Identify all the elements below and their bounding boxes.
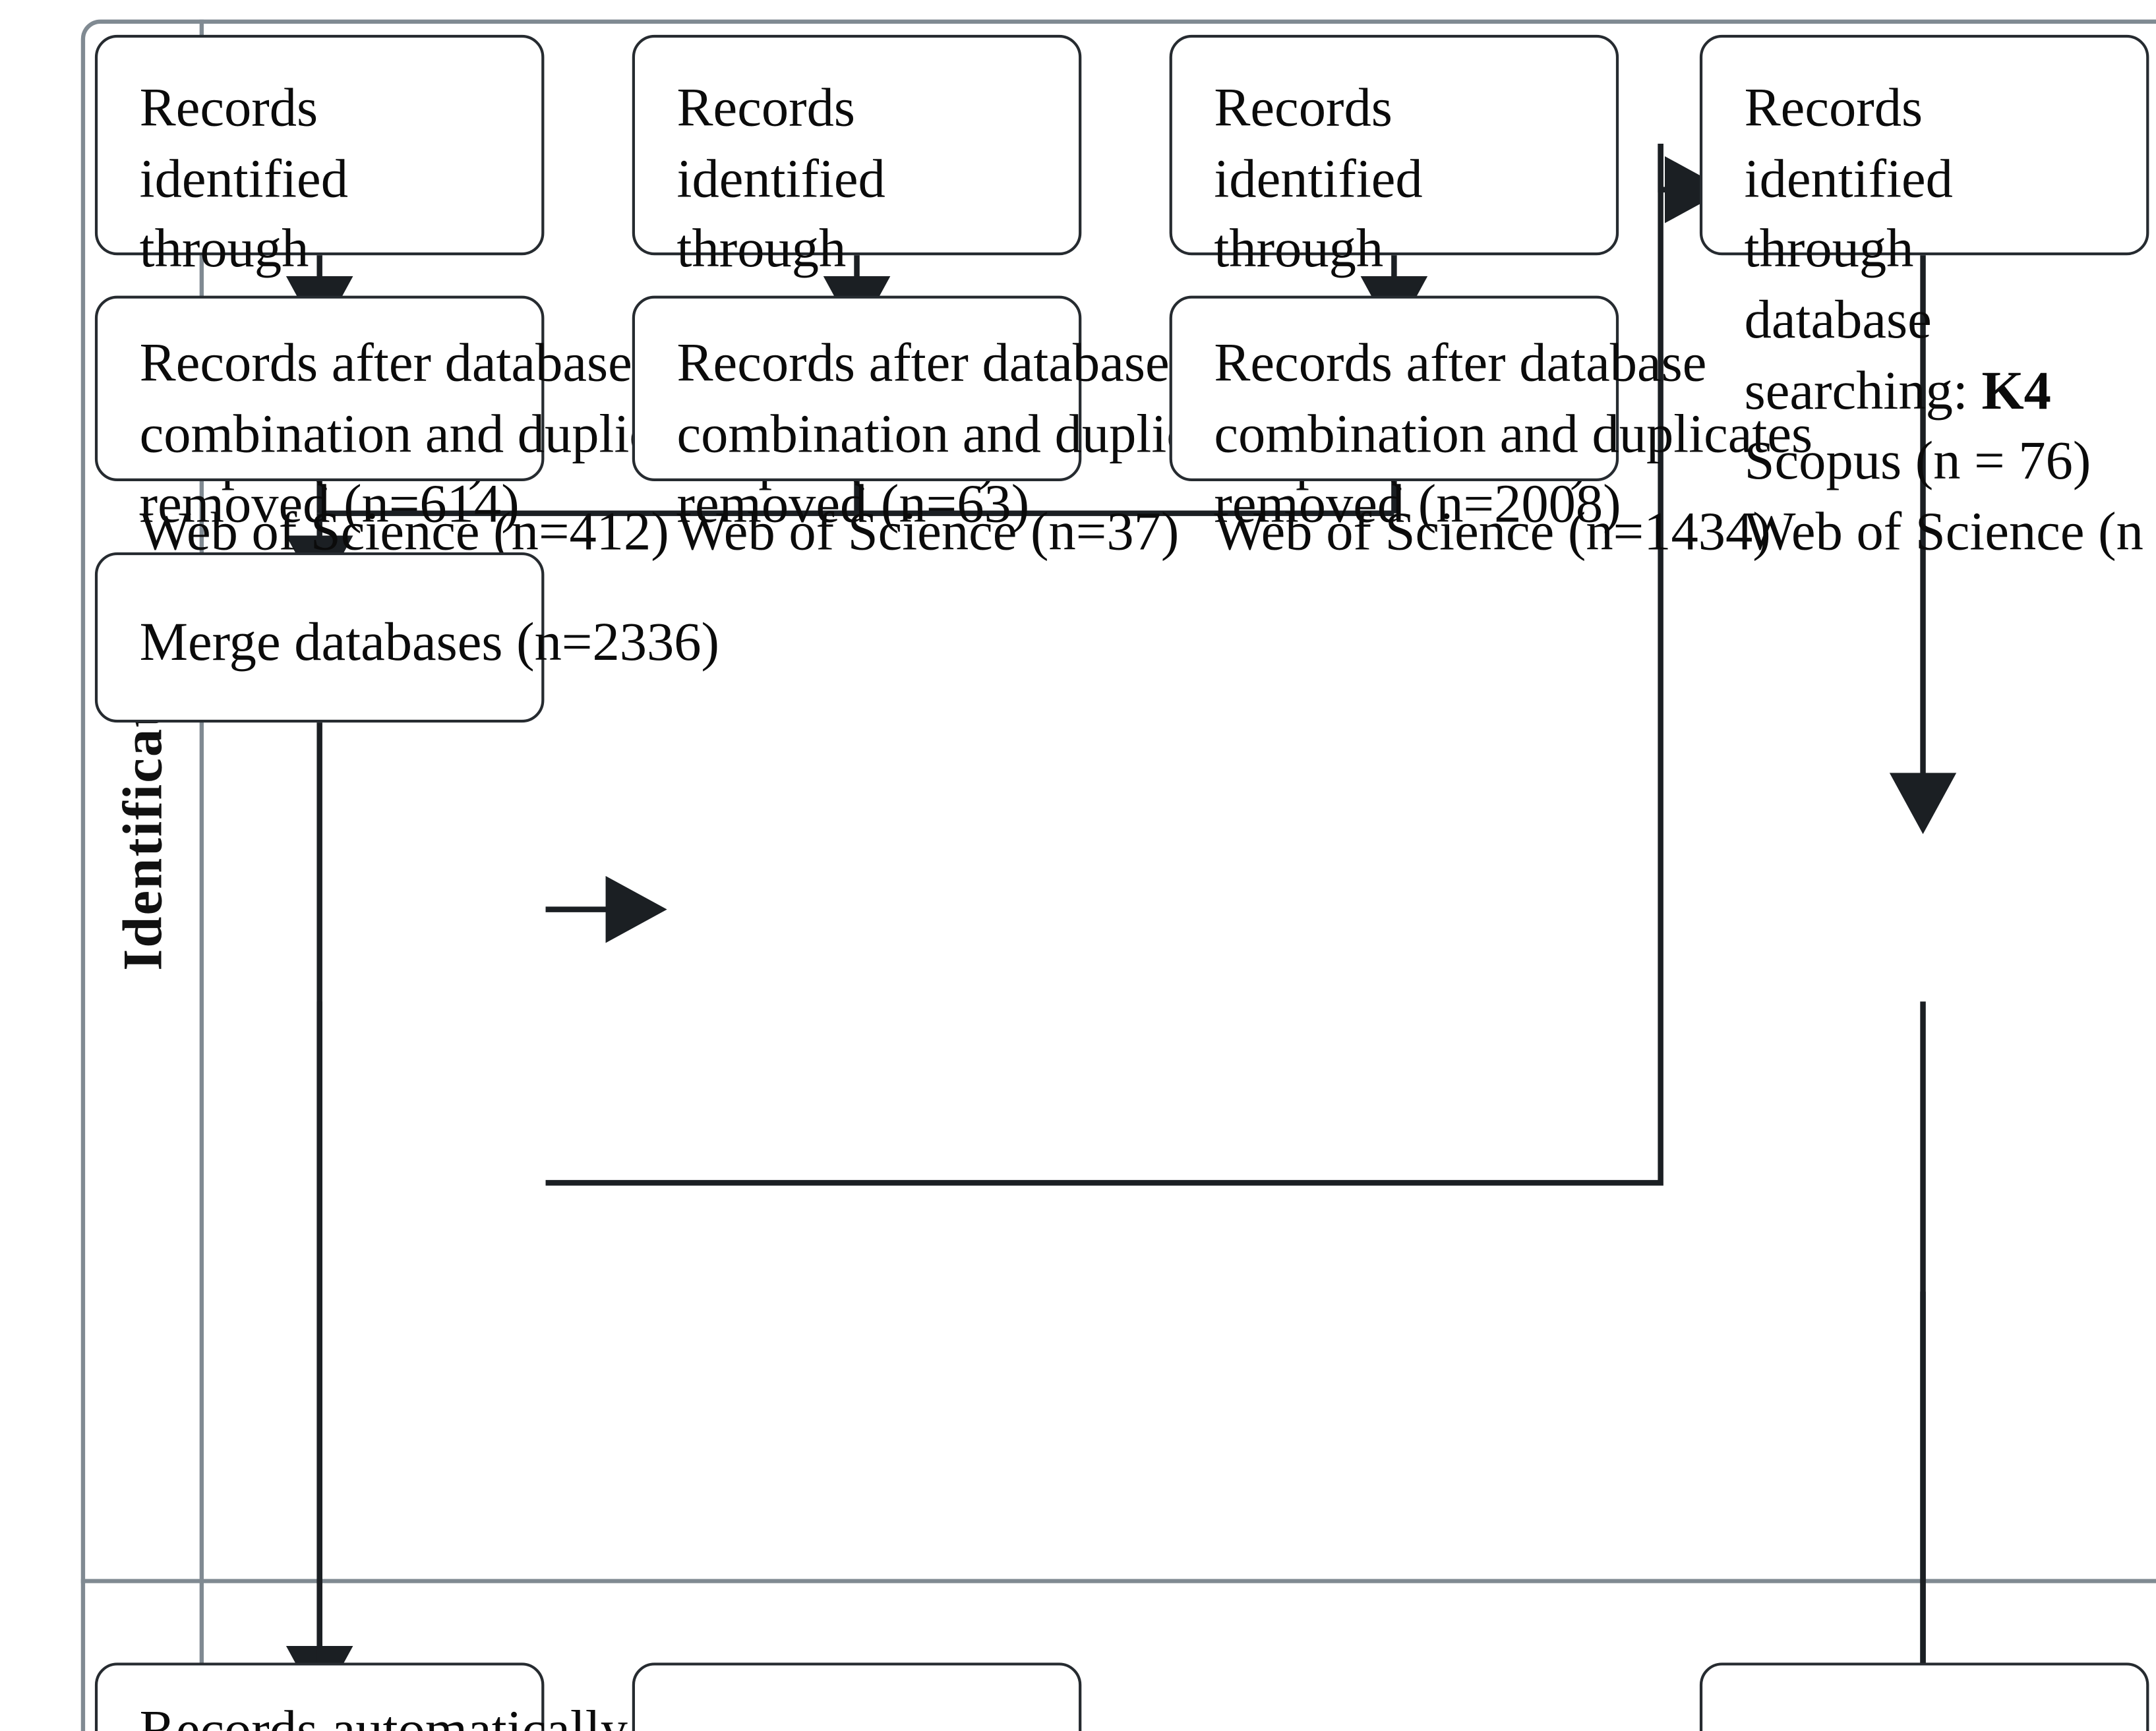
records-excluded-line-1: Records excluded (677, 1721, 1065, 1731)
dedup-line-2: combination and duplicates (676, 403, 1276, 464)
dedup-box-k3: Records after database combination and d… (1169, 295, 1813, 535)
dedup-line-2: combination and duplicates (1214, 403, 1813, 464)
source-scopus-k4: Scopus (n = 76) (1744, 431, 2091, 492)
dedup-line-1: Records after database (676, 333, 1170, 394)
source-wos-k2: Web of Science (n=37) (676, 502, 1180, 563)
records-screened-line-1: Records automatically (139, 1700, 628, 1731)
source-wos-k3: Web of Science (n=1434) (1214, 502, 1771, 563)
source-box-k1: Records identified through database sear… (94, 34, 669, 562)
source-key-k4: K4 (1981, 361, 2051, 421)
source-box-k3: Records identified through database sear… (1169, 34, 1771, 562)
source-title-prefix: Records identified through database sear… (1744, 78, 1982, 421)
dedup-line-2: combination and duplicates (139, 403, 738, 464)
source-wos-k1: Web of Science (n=412) (139, 502, 669, 563)
dedup-line-3: removed (n=614) (139, 475, 520, 535)
records-excluded-k4-line-1: Records excluded (1745, 1721, 2133, 1731)
records-screened-box: Records automatically screened (n=1430) (94, 1662, 628, 1731)
merge-databases-text: Merge databases (n=2336) (139, 612, 720, 672)
records-excluded-screening-box: Records excluded (n=906) (632, 1662, 1082, 1731)
dedup-line-3: removed (n=63) (676, 475, 1030, 535)
dedup-line-3: removed (n=2008) (1214, 475, 1621, 535)
dedup-box-k1: Records after database combination and d… (94, 295, 738, 535)
dedup-box-k2: Records after database combination and d… (632, 295, 1276, 535)
merge-databases-box: Merge databases (n=2336) (94, 552, 719, 723)
dedup-line-1: Records after database (1214, 333, 1707, 394)
source-box-k2: Records identified through database sear… (632, 34, 1179, 562)
records-excluded-k4-box: Records excluded (n=28) (1699, 1662, 2149, 1731)
source-wos-k4: Web of Science (n = 112) (1744, 502, 2156, 563)
diagram-outer-frame (80, 19, 2156, 1731)
source-box-k4: Records identified through database sear… (1699, 34, 2156, 562)
dedup-line-1: Records after database (139, 333, 632, 394)
source-title-k4: Records identified through database sear… (1745, 74, 2107, 427)
stage-label-divider (199, 19, 204, 1731)
divider-identification-screening (80, 1579, 2156, 1583)
